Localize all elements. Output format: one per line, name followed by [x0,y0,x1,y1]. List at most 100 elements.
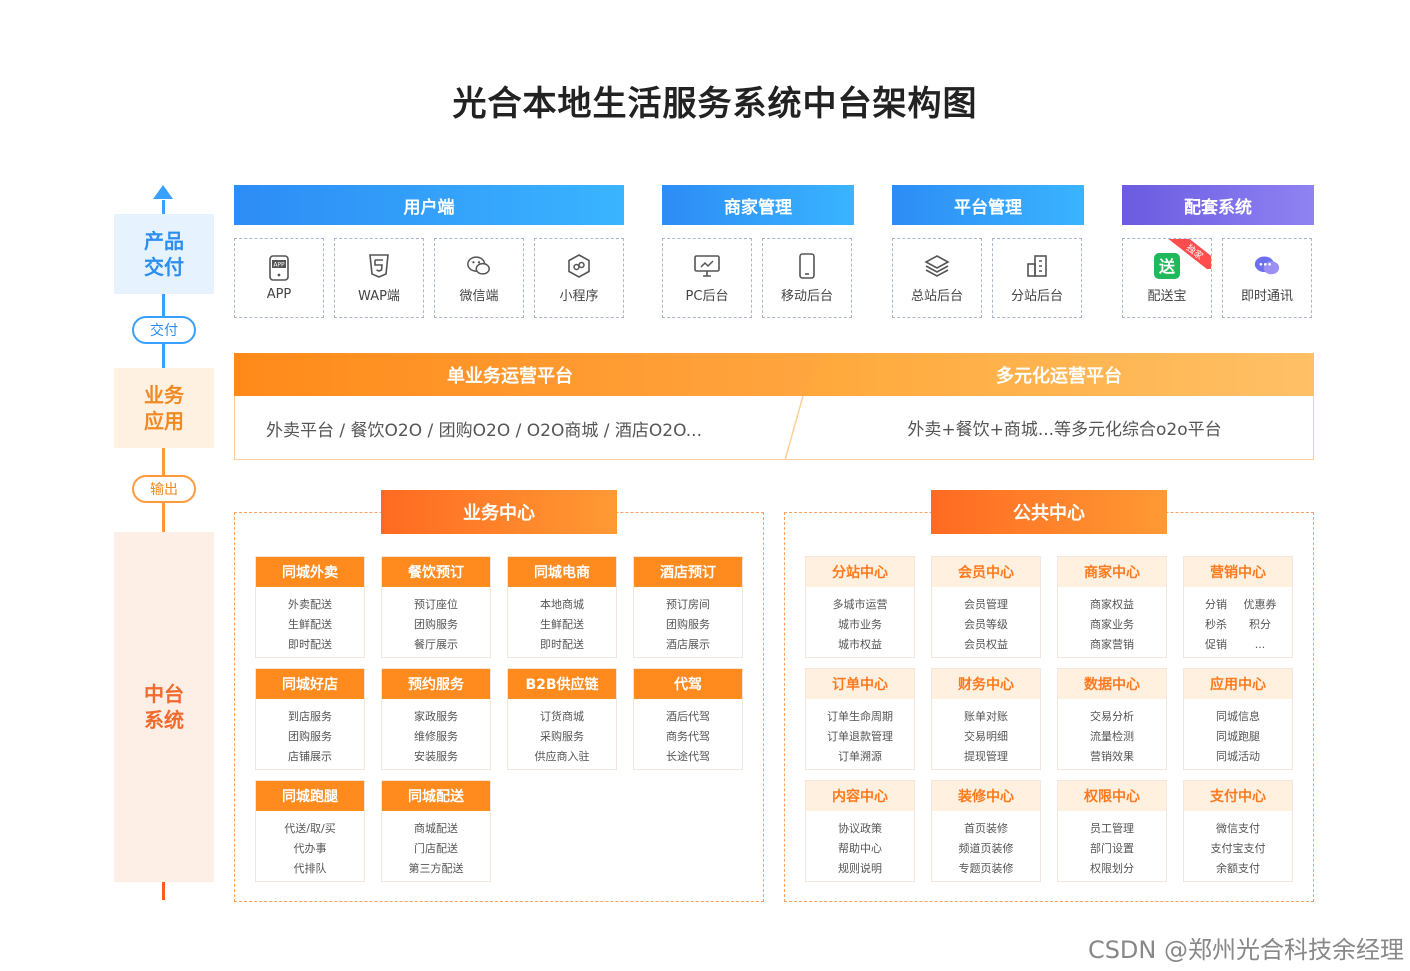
pub-module-item: 商家营销 [1090,638,1134,651]
delivery-icon: 送 [1154,252,1180,279]
biz-module-item: 商务代驾 [666,730,710,743]
biz-module-item: 生鲜配送 [288,618,332,631]
card-pc-backend[interactable]: PC后台 [662,238,752,318]
layers-icon [924,253,950,279]
pub-module[interactable]: 营销中心分销优惠券秒杀积分促销... [1183,556,1293,658]
pub-module-body: 员工管理部门设置权限划分 [1058,811,1166,879]
biz-module-item: 商城配送 [414,822,458,835]
card-app[interactable]: APP APP [234,238,324,318]
card-mobile-backend[interactable]: 移动后台 [762,238,852,318]
biz-module-item: 长途代驾 [666,750,710,763]
pub-module[interactable]: 分站中心多城市运营城市业务城市权益 [805,556,915,658]
biz-module-item: 供应商入驻 [534,750,590,763]
biz-module-item: 预订座位 [414,598,458,611]
biz-module[interactable]: 同城好店到店服务团购服务店铺展示 [255,668,365,770]
pub-module-item: 订单溯源 [838,750,882,763]
pub-module[interactable]: 支付中心微信支付支付宝支付余额支付 [1183,780,1293,882]
biz-module-item: 代排队 [293,862,327,875]
axis-business-app: 业务 应用 [114,368,214,448]
pub-module[interactable]: 内容中心协议政策帮助中心规则说明 [805,780,915,882]
pub-module[interactable]: 装修中心首页装修频道页装修专题页装修 [931,780,1041,882]
multi-ops-text: 外卖+餐饮+商城...等多元化综合o2o平台 [907,420,1222,440]
single-ops-body: 外卖平台 / 餐饮O2O / 团购O2O / O2O商城 / 酒店O2O... [234,396,804,460]
card-main-station-label: 总站后台 [910,288,963,304]
single-ops-text: 外卖平台 / 餐饮O2O / 团购O2O / O2O商城 / 酒店O2O... [266,420,702,441]
biz-module[interactable]: 同城配送商城配送门店配送第三方配送 [381,780,491,882]
card-sub-station-label: 分站后台 [1010,288,1063,304]
card-im[interactable]: 即时通讯 [1222,238,1312,318]
pub-module-item: 订单生命周期 [827,710,893,723]
pub-module-title: 会员中心 [932,557,1040,587]
biz-module-title: 同城好店 [256,669,364,699]
pub-module[interactable]: 商家中心商家权益商家业务商家营销 [1057,556,1167,658]
pub-module-title: 营销中心 [1184,557,1292,587]
pub-module-item: 商家业务 [1090,618,1134,631]
pub-module-item: 促销 [1205,638,1227,651]
public-center-header: 公共中心 [931,490,1167,534]
pub-module-title: 订单中心 [806,669,914,699]
pub-module[interactable]: 数据中心交易分析流量检测营销效果 [1057,668,1167,770]
pub-module-item: 协议政策 [838,822,882,835]
pub-module-item: 权限划分 [1090,862,1134,875]
chat-icon [1254,253,1280,279]
biz-module[interactable]: 预约服务家政服务维修服务安装服务 [381,668,491,770]
biz-module-item: 订货商城 [540,710,584,723]
pub-module[interactable]: 会员中心会员管理会员等级会员权益 [931,556,1041,658]
biz-module-item: 家政服务 [414,710,458,723]
biz-module-item: 酒后代驾 [666,710,710,723]
pub-module-item: 交易分析 [1090,710,1134,723]
pub-module[interactable]: 权限中心员工管理部门设置权限划分 [1057,780,1167,882]
pub-module-item: 城市业务 [838,618,882,631]
pub-module[interactable]: 财务中心账单对账交易明细提现管理 [931,668,1041,770]
pub-module-item: 会员权益 [964,638,1008,651]
biz-module-body: 酒后代驾商务代驾长途代驾 [634,699,742,767]
pub-module-body: 首页装修频道页装修专题页装修 [932,811,1040,879]
wechat-icon [466,253,492,279]
biz-module-title: 同城电商 [508,557,616,587]
biz-module[interactable]: 酒店预订预订房间团购服务酒店展示 [633,556,743,658]
pub-module-item: ... [1254,638,1266,651]
pub-module[interactable]: 订单中心订单生命周期订单退款管理订单溯源 [805,668,915,770]
pub-module-item: 同城跑腿 [1216,730,1260,743]
biz-module-body: 商城配送门店配送第三方配送 [382,811,490,879]
biz-module[interactable]: B2B供应链订货商城采购服务供应商入驻 [507,668,617,770]
biz-module-item: 即时配送 [288,638,332,651]
pub-module-item: 提现管理 [964,750,1008,763]
pub-module-title: 财务中心 [932,669,1040,699]
card-wechat[interactable]: 微信端 [434,238,524,318]
pub-module-body: 账单对账交易明细提现管理 [932,699,1040,767]
biz-module-body: 代送/取/买代办事代排队 [256,811,364,879]
card-app-label: APP [266,286,292,302]
pub-module-title: 分站中心 [806,557,914,587]
pub-module-body: 同城信息同城跑腿同城活动 [1184,699,1292,767]
biz-module-title: 同城外卖 [256,557,364,587]
biz-module-item: 第三方配送 [408,862,464,875]
pub-module-item: 余额支付 [1216,862,1260,875]
building-icon [1024,253,1050,279]
biz-module-item: 安装服务 [414,750,458,763]
pub-module-item: 会员管理 [964,598,1008,611]
biz-module-item: 代送/取/买 [284,822,336,835]
biz-module[interactable]: 餐饮预订预订座位团购服务餐厅展示 [381,556,491,658]
biz-module[interactable]: 代驾酒后代驾商务代驾长途代驾 [633,668,743,770]
pub-module-item: 微信支付 [1216,822,1260,835]
pub-module[interactable]: 应用中心同城信息同城跑腿同城活动 [1183,668,1293,770]
pub-module-item: 分销 [1205,598,1227,611]
card-delivery[interactable]: 独家 送 配送宝 [1122,238,1212,318]
card-wap[interactable]: WAP端 [334,238,424,318]
multi-ops-header: 多元化运营平台 [804,353,1314,396]
biz-module-item: 餐厅展示 [414,638,458,651]
biz-module-title: 餐饮预订 [382,557,490,587]
biz-module[interactable]: 同城电商本地商城生鲜配送即时配送 [507,556,617,658]
biz-module-item: 预订房间 [666,598,710,611]
pub-module-item: 规则说明 [838,862,882,875]
biz-module-body: 订货商城采购服务供应商入驻 [508,699,616,767]
card-mobile-backend-label: 移动后台 [780,288,833,304]
biz-module[interactable]: 同城外卖外卖配送生鲜配送即时配送 [255,556,365,658]
biz-module-item: 团购服务 [666,618,710,631]
card-main-station[interactable]: 总站后台 [892,238,982,318]
card-sub-station[interactable]: 分站后台 [992,238,1082,318]
biz-module-item: 外卖配送 [288,598,332,611]
card-mini-program[interactable]: 小程序 [534,238,624,318]
biz-module[interactable]: 同城跑腿代送/取/买代办事代排队 [255,780,365,882]
